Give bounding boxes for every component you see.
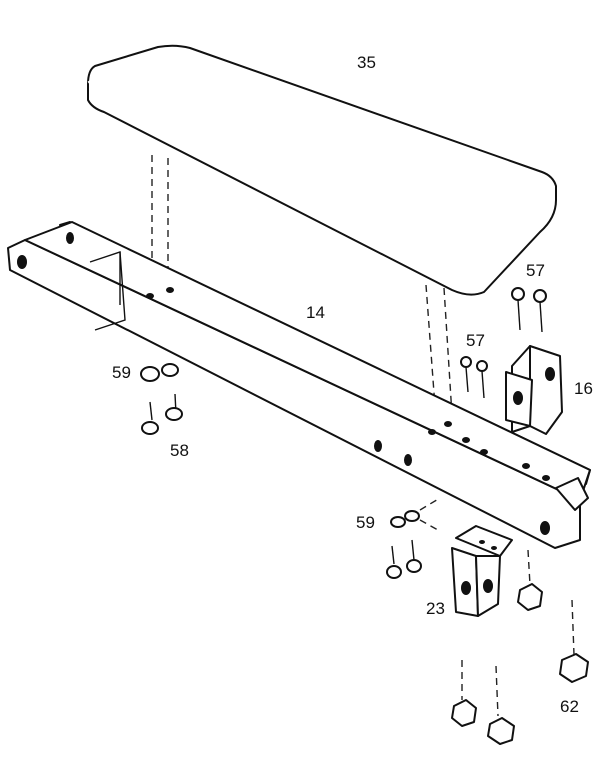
nuts-62	[451, 549, 589, 745]
callout-14: 14	[306, 303, 325, 322]
frame-rail	[7, 221, 591, 549]
seat-pad	[87, 44, 557, 296]
callout-23: 23	[426, 599, 445, 618]
callout-57-lower: 57	[466, 331, 485, 350]
callout-35: 35	[357, 53, 376, 72]
bolts-57-upper	[511, 287, 547, 333]
mounting-bracket-16	[505, 345, 563, 435]
callout-16: 16	[574, 379, 593, 398]
callout-59-right: 59	[356, 513, 375, 532]
callout-59-left: 59	[112, 363, 131, 382]
washers-59-left	[140, 363, 179, 382]
screws-58	[141, 393, 183, 435]
mounting-bracket-23	[451, 525, 513, 617]
callout-57-upper: 57	[526, 261, 545, 280]
callout-58: 58	[170, 441, 189, 460]
washers-59-right	[386, 497, 441, 579]
bolts-57-lower	[460, 356, 488, 399]
callout-62: 62	[560, 697, 579, 716]
